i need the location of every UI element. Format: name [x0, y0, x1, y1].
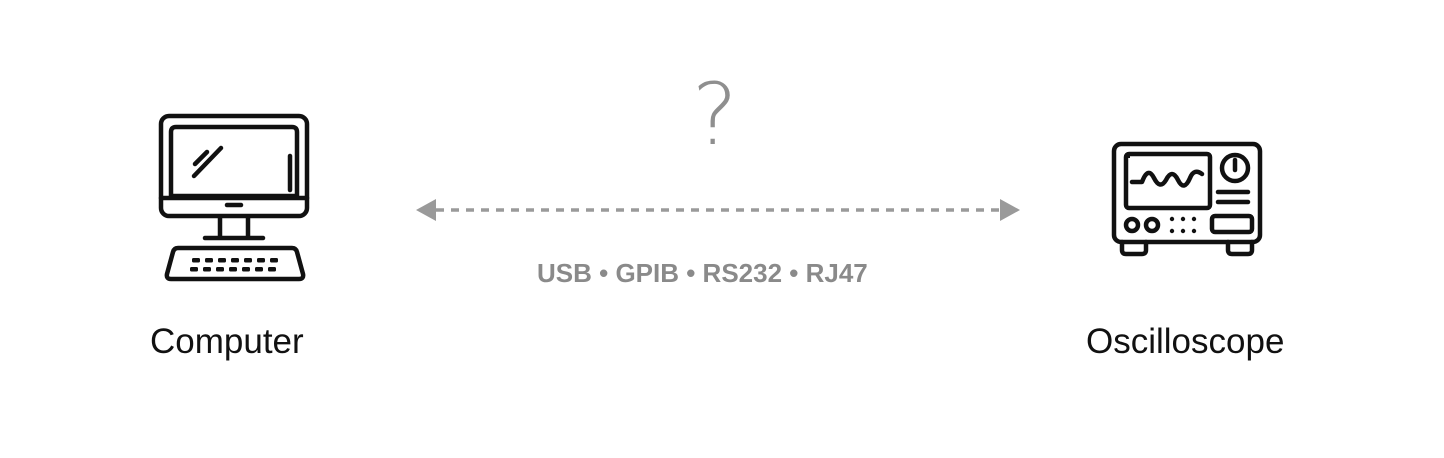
interface-options-caption: USB • GPIB • RS232 • RJ47: [537, 258, 868, 288]
arrowhead-left: [416, 199, 436, 221]
bidirectional-dashed-arrow: [416, 199, 1020, 221]
oscilloscope-label: Oscilloscope: [1086, 322, 1285, 361]
unknown-connection-question-mark: ?: [692, 65, 738, 165]
oscilloscope-icon: [1111, 141, 1263, 257]
arrowhead-right: [1000, 199, 1020, 221]
computer-label: Computer: [150, 322, 304, 361]
computer-icon: [158, 113, 310, 282]
